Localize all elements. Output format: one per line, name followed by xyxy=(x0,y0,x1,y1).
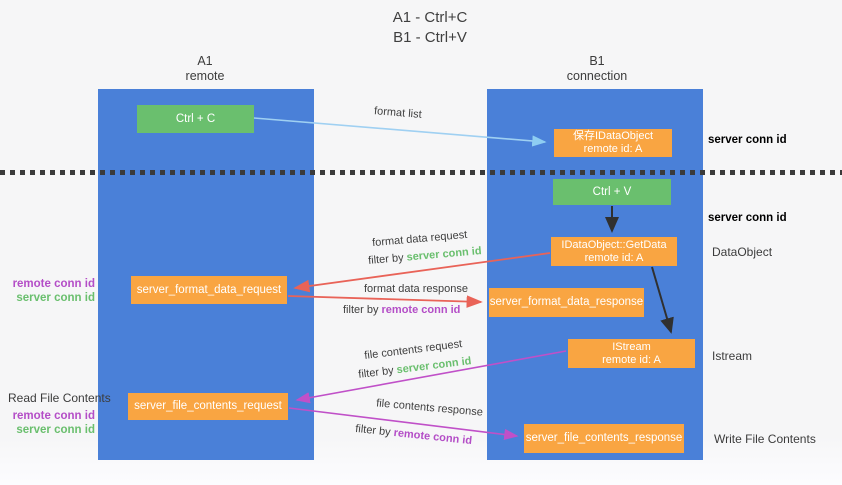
edge-label-file-contents-response: file contents response xyxy=(375,397,484,419)
label-server-conn-id: server conn id xyxy=(16,292,95,304)
edge-label-format-list: format list xyxy=(373,105,423,121)
node-server-file-contents-request: server_file_contents_request xyxy=(128,393,288,420)
left-file-conn-labels: remote conn id server conn id xyxy=(0,409,95,437)
filter-prefix: filter by xyxy=(354,422,392,439)
node-server-file-contents-response: server_file_contents_response xyxy=(524,424,684,453)
node-getdata: IDataObject::GetData remote id: A xyxy=(551,237,677,266)
node-ctrl-v: Ctrl + V xyxy=(553,179,671,205)
filter-value-remote-conn-id: remote conn id xyxy=(381,304,461,316)
node-getdata-line1: IDataObject::GetData xyxy=(561,238,667,251)
left-format-conn-labels: remote conn id server conn id xyxy=(0,277,95,305)
edge-label-format-data-request: format data request xyxy=(371,228,468,250)
node-ctrl-v-label: Ctrl + V xyxy=(592,185,632,198)
filter-value-server-conn-id: server conn id xyxy=(406,245,483,264)
edge-label-format-data-request-filter: filter by server conn id xyxy=(368,245,482,267)
node-server-format-data-request: server_format_data_request xyxy=(131,276,287,304)
filter-prefix: filter by xyxy=(367,251,405,267)
node-save-dataobject-line1: 保存IDataObject xyxy=(572,130,654,142)
node-server-file-contents-request-label: server_file_contents_request xyxy=(134,400,282,412)
label-remote-conn-id: remote conn id xyxy=(12,410,95,422)
label-server-conn-id-top: server conn id xyxy=(708,134,787,146)
edge-label-format-data-response-filter: filter by remote conn id xyxy=(343,304,460,316)
column-b-header: B1 connection xyxy=(537,54,657,84)
title-line-2: B1 - Ctrl+V xyxy=(393,29,467,46)
filter-prefix: filter by xyxy=(343,304,379,316)
node-ctrl-c-label: Ctrl + C xyxy=(175,112,216,125)
node-istream: IStream remote id: A xyxy=(568,339,695,368)
column-a-name: A1 xyxy=(197,54,213,68)
label-server-conn-id-mid: server conn id xyxy=(708,212,787,224)
node-server-file-contents-response-label: server_file_contents_response xyxy=(525,432,683,444)
label-remote-conn-id: remote conn id xyxy=(12,278,95,290)
column-a-header: A1 remote xyxy=(145,54,265,84)
column-a-subtitle: remote xyxy=(185,69,225,83)
label-dataobject: DataObject xyxy=(712,245,773,259)
label-istream: Istream xyxy=(712,349,753,363)
title-line-1: A1 - Ctrl+C xyxy=(392,9,468,26)
label-server-conn-id: server conn id xyxy=(16,424,95,436)
dashed-separator-line xyxy=(0,170,842,175)
node-server-format-data-request-label: server_format_data_request xyxy=(136,283,282,296)
node-server-format-data-response-label: server_format_data_response xyxy=(489,296,644,308)
node-save-dataobject: 保存IDataObject remote id: A xyxy=(554,129,672,157)
node-istream-line1: IStream xyxy=(612,340,651,353)
filter-prefix: filter by xyxy=(357,364,395,381)
edge-label-file-contents-response-filter: filter by remote conn id xyxy=(355,423,473,447)
diagram-title: A1 - Ctrl+C B1 - Ctrl+V xyxy=(330,8,530,48)
filter-value-server-conn-id: server conn id xyxy=(395,355,473,377)
label-write-file-contents: Write File Contents xyxy=(714,432,816,446)
node-getdata-line2: remote id: A xyxy=(584,251,644,264)
edge-label-format-data-response: format data response xyxy=(364,283,468,295)
arrow-format-data-response xyxy=(287,295,483,308)
label-read-file-contents: Read File Contents xyxy=(8,391,111,405)
node-ctrl-c: Ctrl + C xyxy=(137,105,254,133)
node-save-dataobject-line2: remote id: A xyxy=(583,143,643,155)
node-server-format-data-response: server_format_data_response xyxy=(489,288,644,317)
filter-value-remote-conn-id: remote conn id xyxy=(393,426,473,448)
column-b-subtitle: connection xyxy=(566,69,628,83)
node-istream-line2: remote id: A xyxy=(602,353,661,366)
column-b-name: B1 xyxy=(589,54,605,68)
